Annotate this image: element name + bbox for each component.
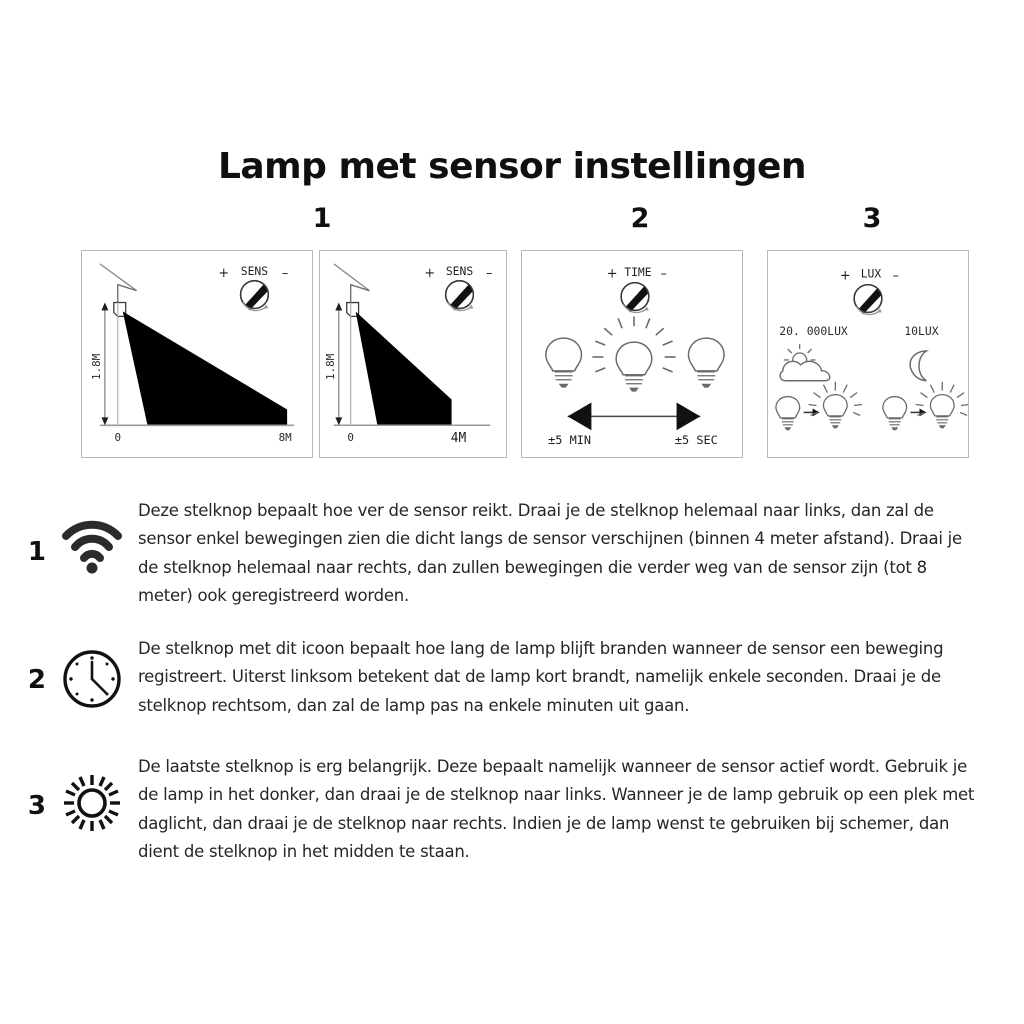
sens-wide-origin-label: 0 [114,431,121,444]
sens-wide-dial: + SENS – [218,264,288,312]
lux-right-label: 10LUX [904,324,938,338]
panel-number-2: 2 [630,203,650,234]
sens-narrow-minus-sign: – [486,266,492,281]
lux-left-label: 20. 000LUX [779,324,848,338]
instruction-index-3: 3 [27,791,46,821]
clock-icon [46,635,138,711]
sens-wide-dial-label: SENS [241,264,269,278]
instruction-item-3: 3 [0,753,1024,883]
lux-right-bulb-off [882,395,908,431]
diagram-panel-lux: + LUX – 20. 000LUX 10LUX [767,250,969,458]
sens-wide-range-label: 8M [279,431,293,444]
sens-wide-plus-sign: + [218,266,229,281]
instruction-list: 1 Deze stelknop bepaalt hoe ver de senso… [0,497,1024,883]
lux-knob-slot [858,288,882,315]
instruction-index-2: 2 [27,665,46,695]
sens-narrow-height-label: 1.8M [324,353,337,380]
time-bulb-right-off [687,337,725,389]
time-knob-slot [625,286,649,313]
page-title: Lamp met sensor instellingen [217,146,807,187]
time-bulb-rays [592,316,676,373]
diagram-panel-time: + TIME – [521,250,743,458]
lux-minus-sign: – [893,269,899,284]
moon-icon [909,350,930,382]
sens-narrow-knob-slot [450,284,474,311]
lux-left-bulb-off [775,395,801,431]
sens-wide-knob-slot [245,284,269,311]
time-plus-sign: + [607,267,618,282]
time-bulb-center-lit [592,316,676,393]
sens-narrow-plus-sign: + [424,266,435,281]
sun-icon [46,753,138,835]
instruction-text-2: De stelknop met dit icoon bepaalt hoe la… [138,639,944,715]
lux-dial: + LUX – [840,267,899,316]
instruction-index-1: 1 [27,537,46,567]
sens-narrow-dial: + SENS – [424,264,492,312]
instruction-item-1: 1 Deze stelknop bepaalt hoe ver de senso… [0,497,1024,635]
panel-number-3: 3 [862,203,882,234]
time-minus-sign: – [660,267,666,282]
panel-number-1: 1 [312,203,332,234]
time-dial-label: TIME [624,265,652,279]
time-bulb-left-off [545,337,583,389]
sens-wide-height-label: 1.8M [90,353,103,380]
sens-narrow-dial-label: SENS [446,264,474,278]
instruction-text-1: Deze stelknop bepaalt hoe ver de sensor … [138,501,962,606]
instruction-text-3: De laatste stelknop is erg belangrijk. D… [138,757,975,862]
instruction-item-2: 2 De stelknop met dit icoon bepaalt hoe … [0,635,1024,753]
lux-right-bulb-lit [914,381,968,429]
time-right-label: ±5 SEC [675,433,718,447]
lux-plus-sign: + [840,269,851,284]
sun-cloud-icon [779,344,831,382]
lux-transition-left [775,381,863,431]
time-left-label: ±5 MIN [548,433,591,447]
diagram-panel-sens-wide: 1.8M 0 8M + SENS – [81,250,313,458]
sens-narrow-range-label: 4M [451,431,467,446]
sens-wide-minus-sign: – [282,266,288,281]
lux-transition-right [882,381,968,431]
panel-number-header-row: 1 2 3 [81,203,981,237]
sens-narrow-origin-label: 0 [347,431,354,444]
time-range-arrow [567,402,701,431]
time-dial: + TIME – [607,265,667,314]
diagram-panel-sens-narrow: 1.8M 0 4M + SENS – [319,250,507,458]
lux-dial-label: LUX [861,267,882,281]
wifi-sensor-icon [46,497,138,577]
lux-left-bulb-lit [807,381,863,429]
